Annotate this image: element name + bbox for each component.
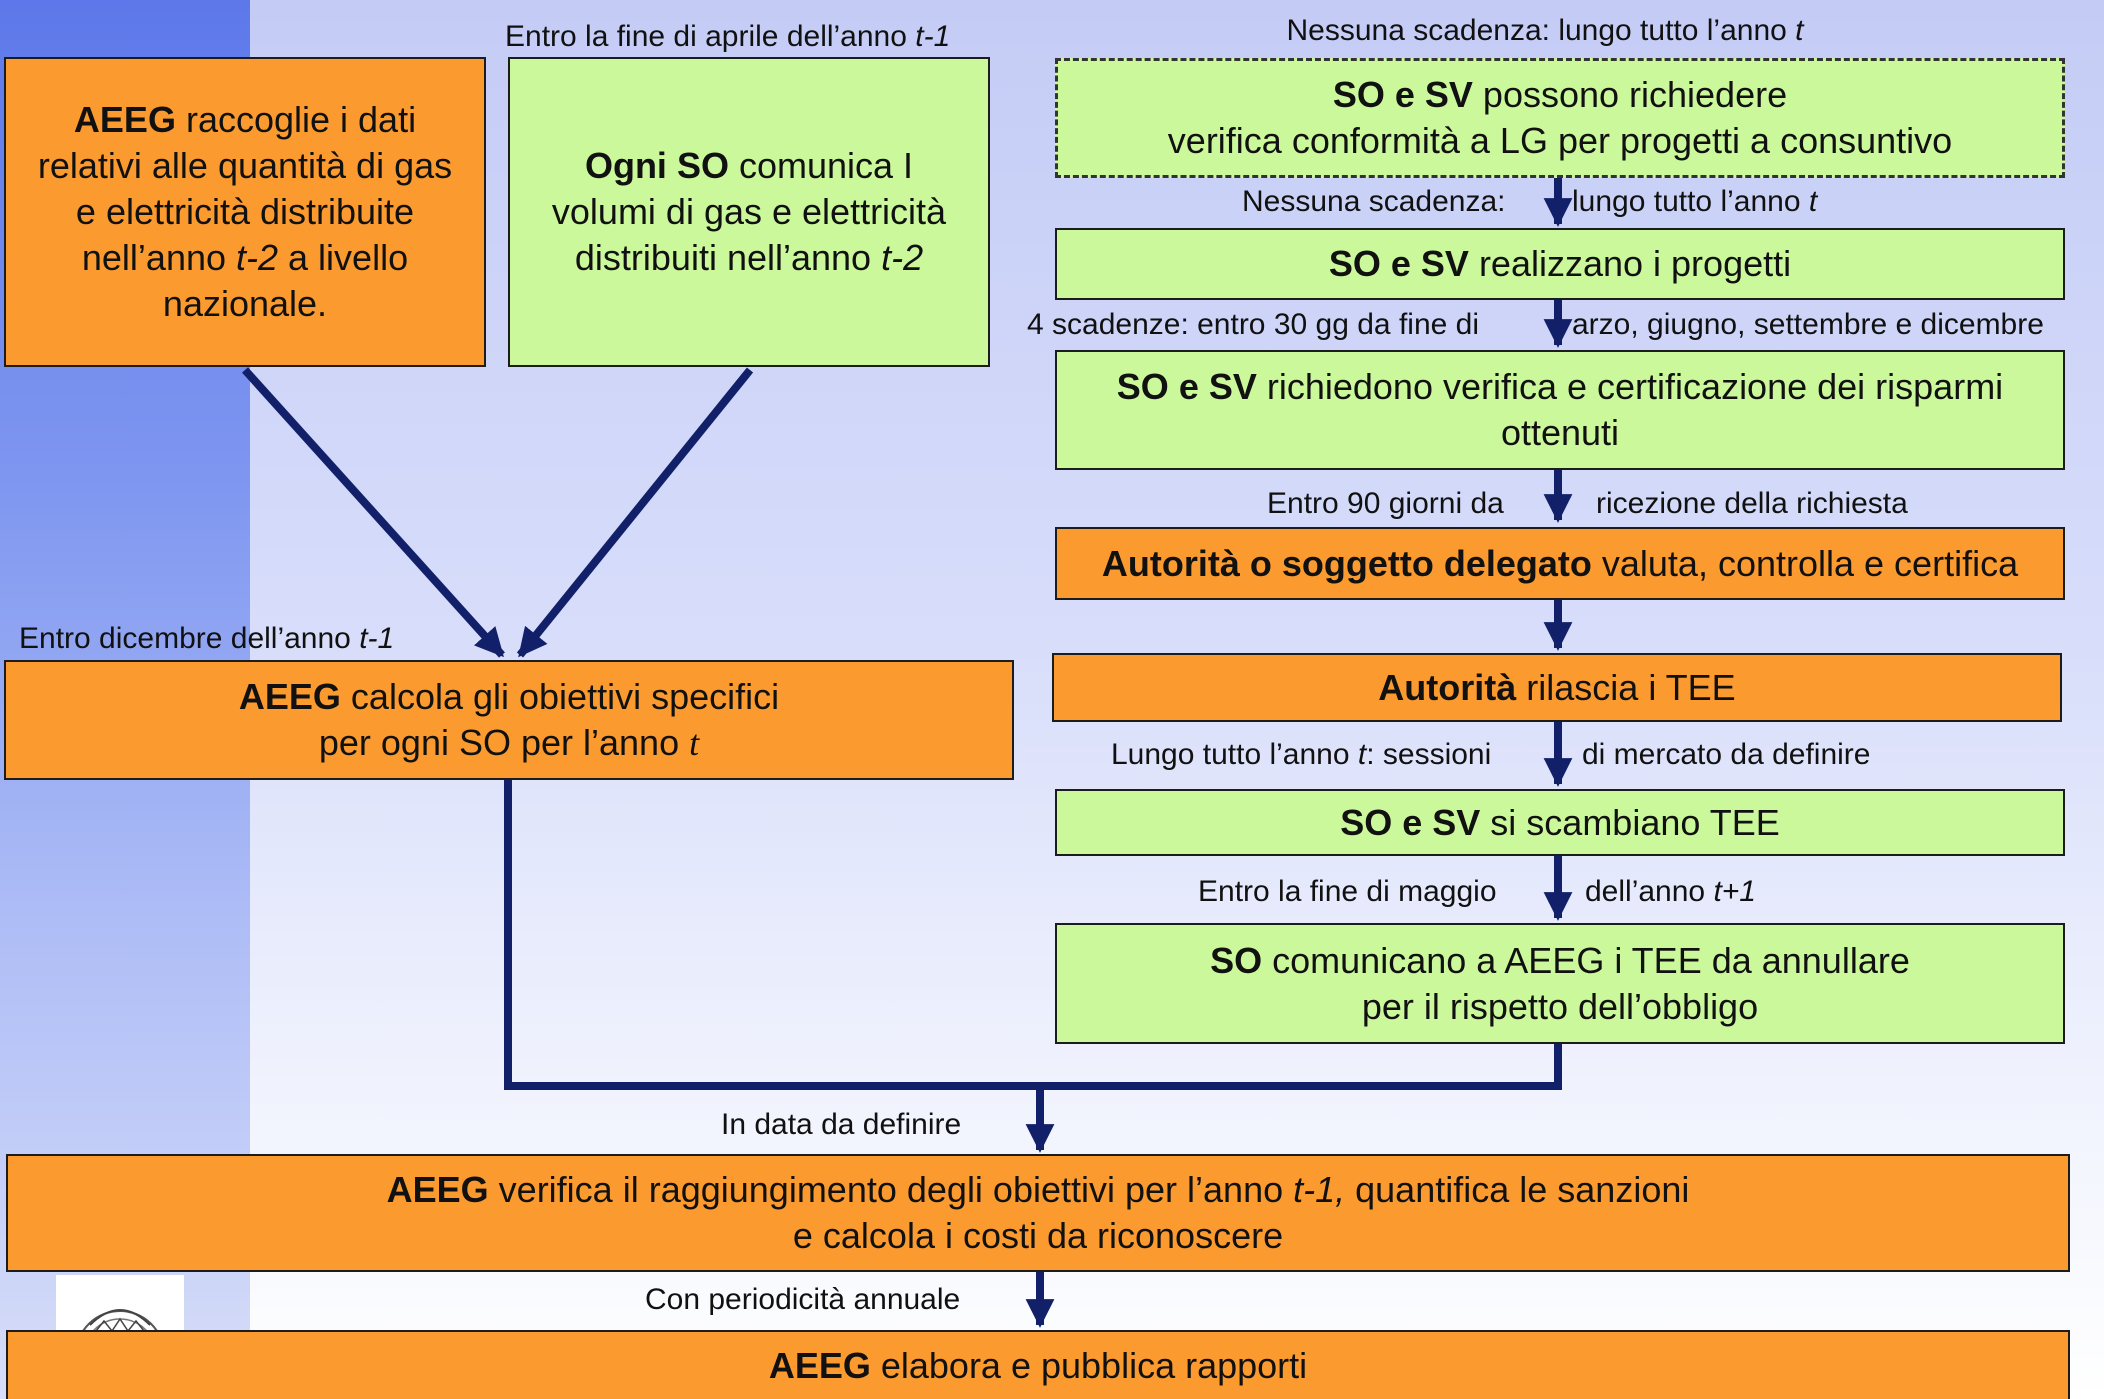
aeeg-elabora-box: AEEG elabora e pubblica rapporti [6,1330,2070,1399]
label-lungo-anno-right: di mercato da definire [1582,738,1871,771]
label-entro-90-left: Entro 90 giorni da [1267,487,1504,520]
actor-label: SO e SV [1340,801,1481,843]
label-entro-maggio-right: dell’anno t+1 [1585,875,1756,908]
label-in-data: In data da definire [721,1108,962,1141]
aeeg-calcola-box: AEEG calcola gli obiettivi specifici per… [4,660,1014,780]
label-entro-maggio-left: Entro la fine di maggio [1198,875,1497,908]
so-sv-verifica-box: SO e SV possono richiedere verifica conf… [1055,58,2065,178]
label-periodicita: Con periodicità annuale [645,1283,961,1316]
label-entro-dicembre: Entro dicembre dell’anno t-1 [19,622,395,655]
ogni-so-box: Ogni SO comunica I volumi di gas e elett… [508,57,990,367]
label-entro-aprile: Entro la fine di aprile dell’anno t-1 [505,20,951,53]
actor-label: AEEG [386,1169,489,1210]
actor-label: SO e SV [1116,366,1257,407]
actor-label: SO [1210,939,1263,981]
actor-label: AEEG [238,676,341,717]
label-nessuna-scadenza-2-right: lungo tutto l’anno t [1572,185,1818,218]
arrow-raccoglie-to-calcola [242,367,505,658]
label-quattro-scadenze-left: 4 scadenze: entro 30 gg da fine di [1027,308,1479,341]
actor-label: Ogni SO [584,145,729,186]
so-sv-realizzano-box: SO e SV realizzano i progetti [1055,228,2065,300]
label-nessuna-scadenza-2-left: Nessuna scadenza: [1242,185,1506,218]
connector-comunicano-to-merge [1040,1044,1562,1090]
label-entro-90-right: ricezione della richiesta [1596,487,1908,520]
actor-label: Autorità [1378,666,1517,708]
actor-label: AEEG [768,1344,871,1386]
label-quattro-scadenze-right: arzo, giugno, settembre e dicembre [1572,308,2044,341]
autorita-tee-box: Autorità rilascia i TEE [1052,653,2062,722]
actor-label: SO e SV [1332,74,1473,115]
connector-calcola-to-merge [504,780,1040,1090]
actor-label: Autorità o soggetto delegato [1101,542,1592,584]
so-sv-richiedono-box: SO e SV richiedono verifica e certificaz… [1055,350,2065,470]
arrow-ogni-so-to-calcola [516,367,754,658]
so-comunicano-box: SO comunicano a AEEG i TEE da annullare … [1055,923,2065,1044]
actor-label: SO e SV [1328,243,1469,284]
aeeg-verifica-box: AEEG verifica il raggiungimento degli ob… [6,1154,2070,1272]
so-sv-scambiano-box: SO e SV si scambiano TEE [1055,789,2065,856]
autorita-delegato-box: Autorità o soggetto delegato valuta, con… [1055,527,2065,600]
label-nessuna-scadenza-1: Nessuna scadenza: lungo tutto l’anno t [1286,14,1804,47]
aeeg-raccoglie-box: AEEG raccoglie i dati relativi alle quan… [4,57,486,367]
actor-label: AEEG [73,99,176,140]
label-lungo-anno-left: Lungo tutto l’anno t: sessioni [1111,738,1492,771]
